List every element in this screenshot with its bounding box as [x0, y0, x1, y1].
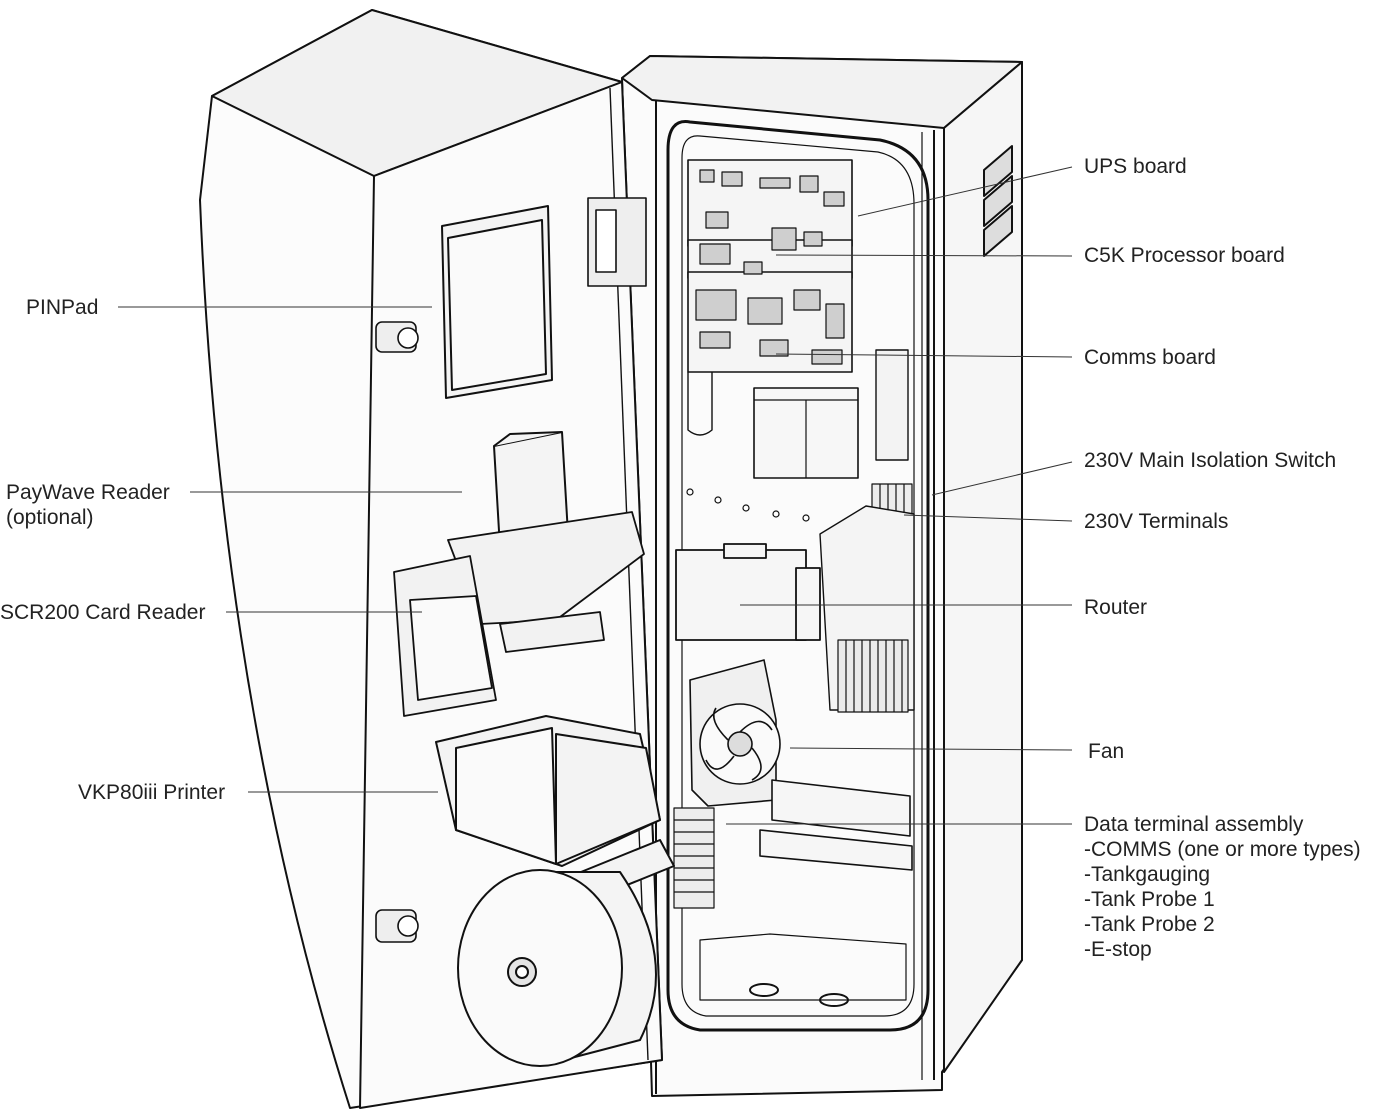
router-box: [675, 543, 821, 641]
heatsink: [837, 639, 909, 713]
label-paywave: PayWave Reader: [6, 481, 170, 504]
isolation-switch: [875, 349, 909, 461]
leader-lines: [118, 166, 1073, 825]
data-terminal-item: -E-stop: [1084, 938, 1152, 961]
label-comms-board: Comms board: [1084, 346, 1216, 369]
card-reader-device: [393, 511, 645, 717]
label-data-terminal-block: Data terminal assembly -COMMS (one or mo…: [1084, 812, 1361, 962]
pcb-components: [695, 169, 845, 365]
leader-terminals: [903, 514, 1073, 522]
label-printer: VKP80iii Printer: [78, 781, 226, 804]
label-paywave-optional: (optional): [6, 506, 94, 529]
paper-roll: [457, 869, 657, 1067]
label-card-reader: SCR200 Card Reader: [0, 601, 206, 624]
label-isolation-switch: 230V Main Isolation Switch: [1084, 449, 1337, 472]
leader-c5k: [775, 254, 1073, 257]
data-terminals: [673, 807, 715, 909]
leader-comms: [775, 353, 1073, 358]
leader-isolation: [931, 461, 1073, 496]
label-router: Router: [1084, 596, 1148, 619]
data-terminal-item: -COMMS (one or more types): [1084, 838, 1361, 861]
latches: [375, 321, 419, 943]
battery: [759, 779, 913, 871]
hinges: [587, 197, 647, 287]
label-fan: Fan: [1088, 740, 1125, 763]
fan-unit: [689, 659, 781, 807]
label-paywave-block: PayWave Reader (optional): [6, 480, 170, 530]
label-pinpad: PINPad: [26, 296, 99, 319]
data-terminal-item: -Tank Probe 1: [1084, 888, 1215, 911]
leader-ups: [857, 166, 1073, 217]
label-230v-terminals: 230V Terminals: [1084, 510, 1229, 533]
printer-device: [435, 715, 675, 901]
data-terminal-title: Data terminal assembly: [1084, 813, 1304, 836]
cabinet-right-side: [943, 61, 1023, 1073]
data-terminal-item: -Tank Probe 2: [1084, 913, 1215, 936]
label-c5k-board: C5K Processor board: [1084, 244, 1285, 267]
data-terminal-item: -Tankgauging: [1084, 863, 1211, 886]
cabinet-inner-frame: [666, 120, 930, 1032]
pinpad-device: [441, 205, 553, 399]
side-vents: [983, 145, 1013, 257]
label-ups-board: UPS board: [1084, 155, 1187, 178]
leader-fan: [789, 747, 1073, 751]
